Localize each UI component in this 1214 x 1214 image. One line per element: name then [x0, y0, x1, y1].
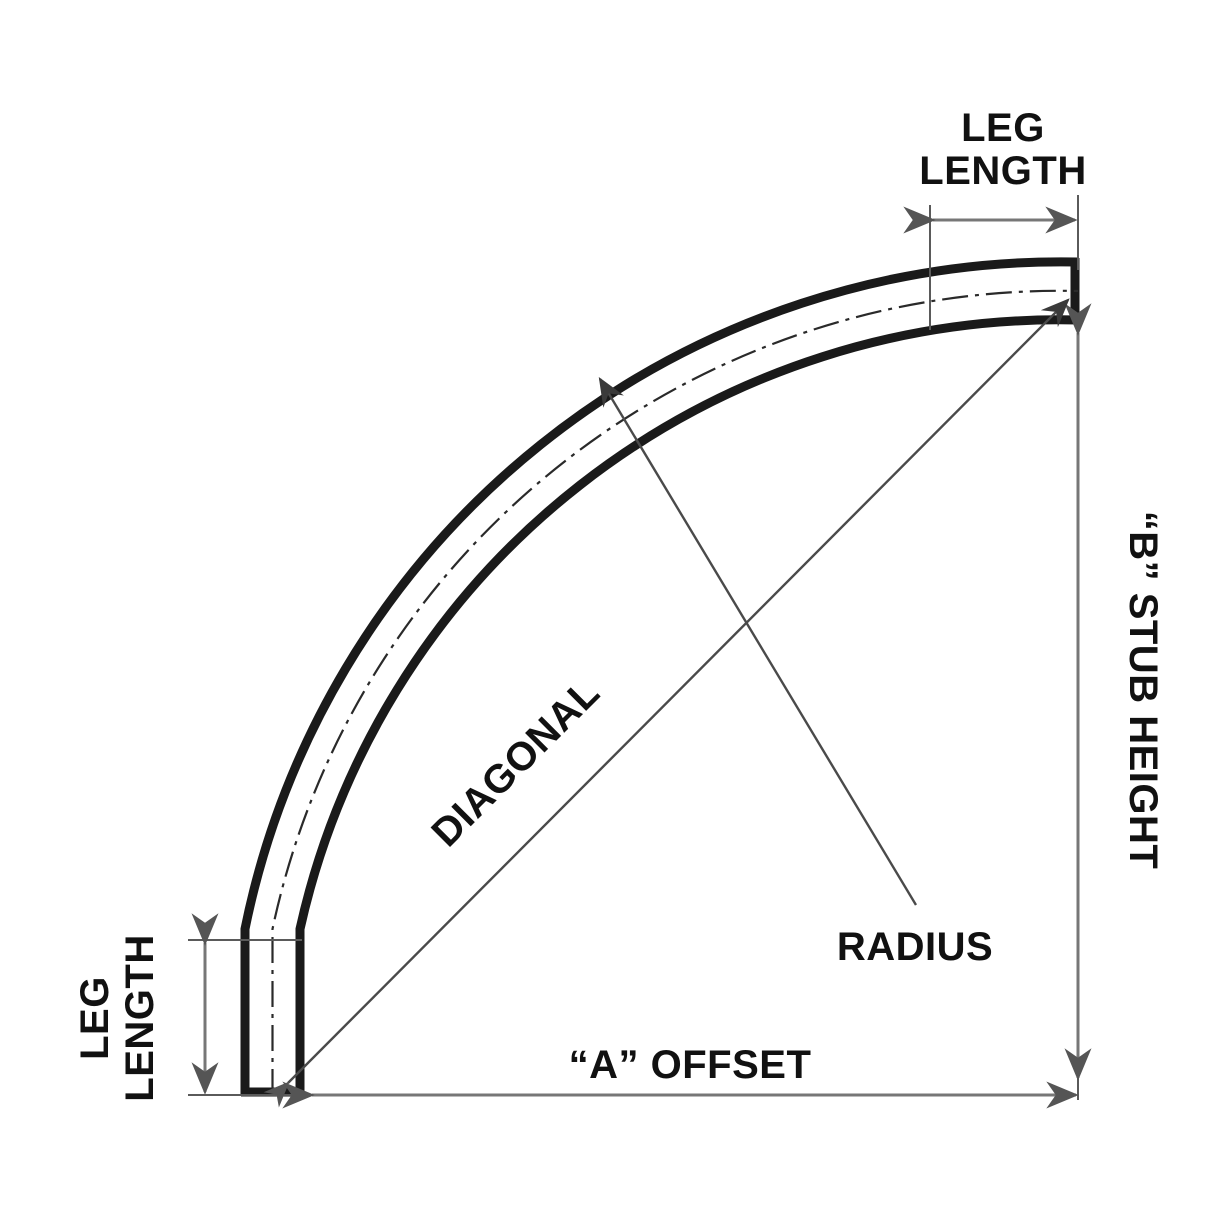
pipe-body — [240, 257, 1080, 1097]
radius-label: RADIUS — [837, 925, 993, 969]
pipe-inner-wall — [295, 315, 1079, 1095]
dimension-leg-length-left: LEG LENGTH — [73, 913, 302, 1102]
offset-label: “A” OFFSET — [569, 1043, 812, 1087]
leg-length-top-label-line2: LENGTH — [919, 149, 1086, 193]
leg-length-top-label-line1: LEG — [961, 106, 1045, 150]
dimension-stub-height: “B” STUB HEIGHT — [1064, 303, 1165, 1100]
diagonal-label: DIAGONAL — [423, 670, 608, 855]
dimension-offset: “A” OFFSET — [205, 1043, 1079, 1109]
leg-length-left-label-line2: LENGTH — [118, 934, 162, 1101]
dimension-radius: RADIUS — [598, 376, 993, 969]
stub-height-label: “B” STUB HEIGHT — [1121, 511, 1165, 870]
leg-length-left-label-line1: LEG — [73, 976, 117, 1060]
pipe-outer-wall — [240, 257, 1079, 1095]
leader-line-radius — [598, 376, 918, 906]
dimension-line-diagonal — [263, 298, 1070, 1108]
dimension-leg-length-top: LEG LENGTH — [903, 106, 1086, 330]
